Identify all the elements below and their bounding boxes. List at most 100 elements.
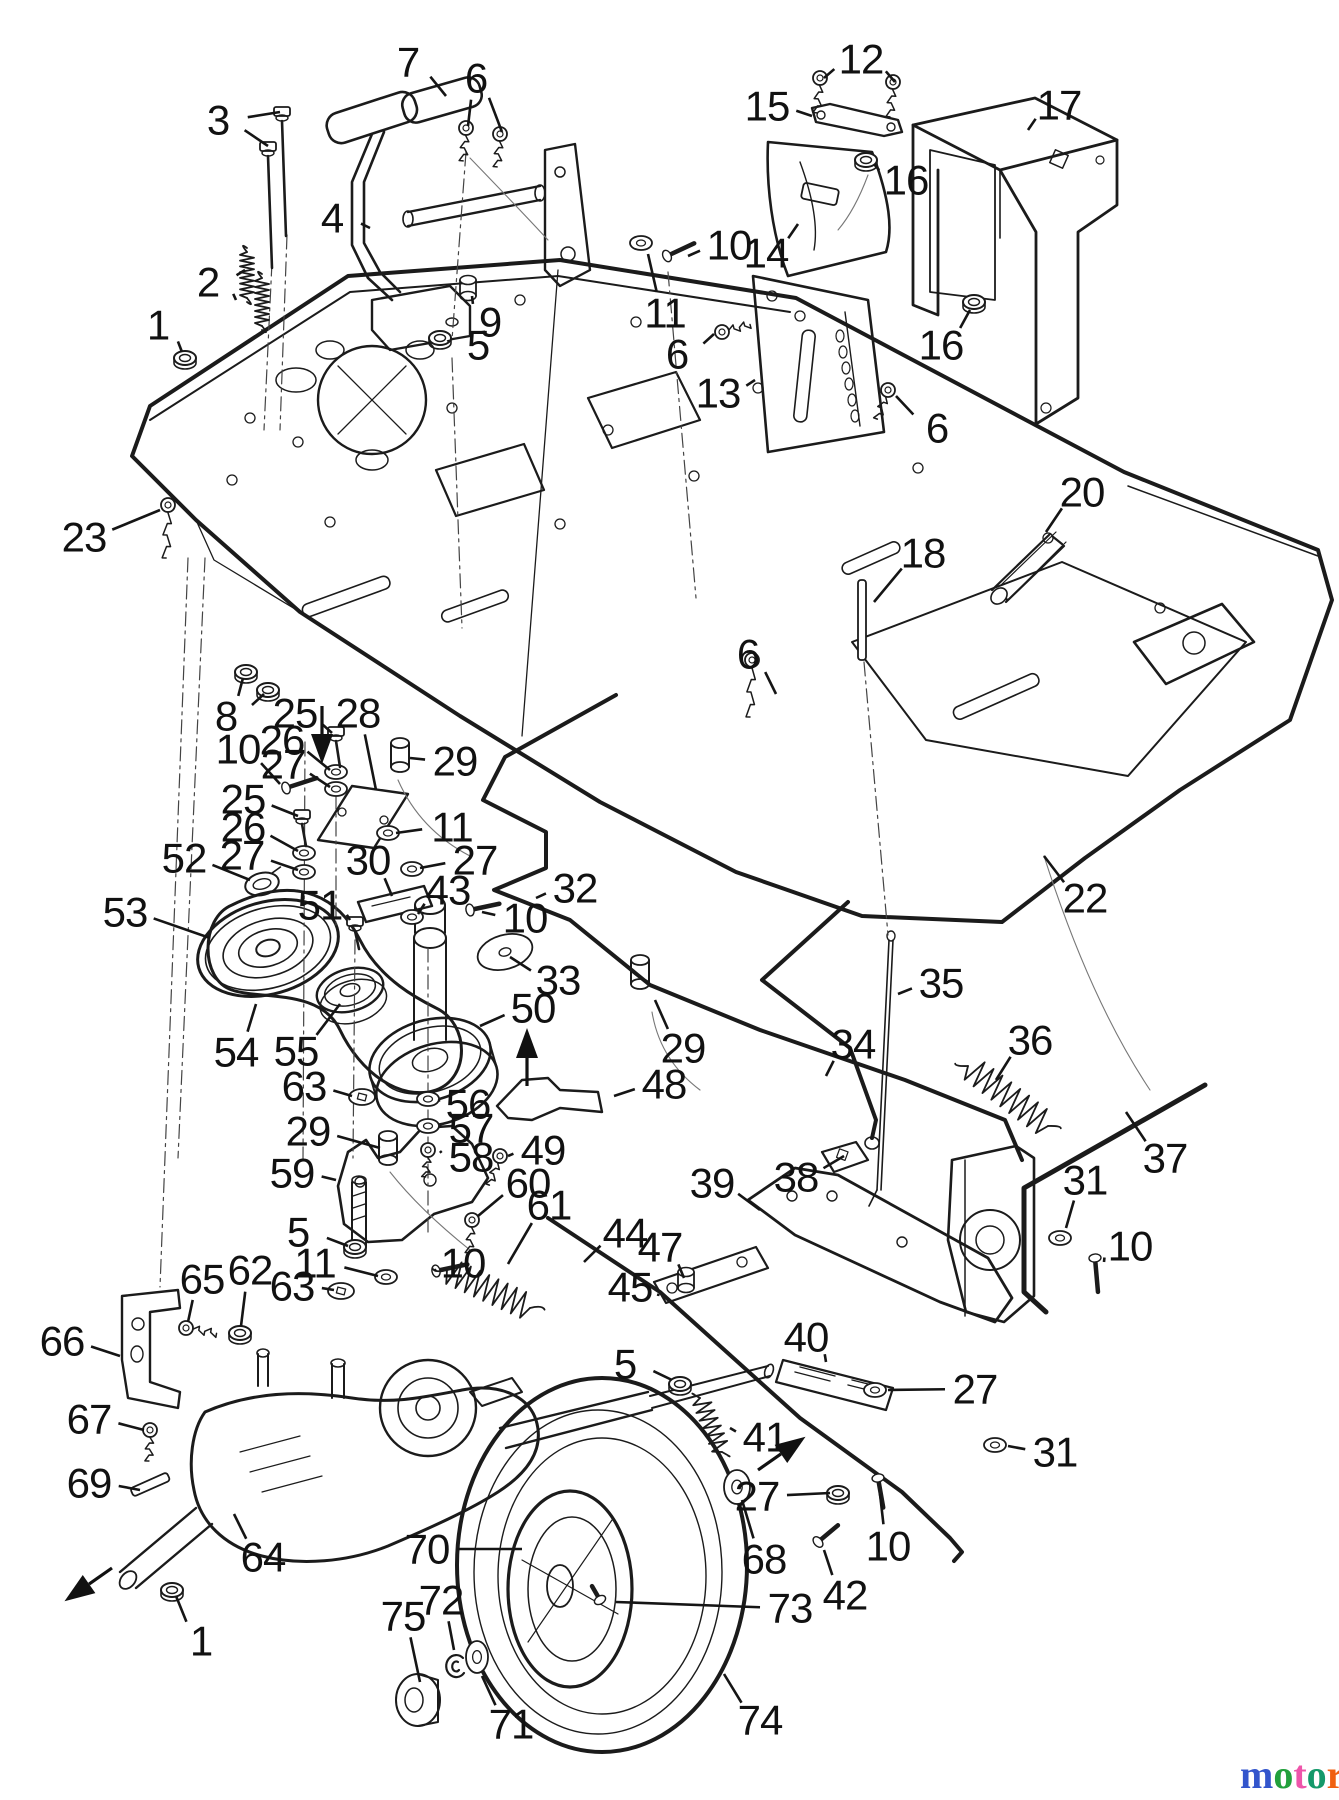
leader-line <box>466 99 473 127</box>
leader-line <box>439 1150 443 1154</box>
callout-10: 10 <box>1108 1223 1153 1270</box>
bracket-30 <box>356 884 434 924</box>
pivot-bracket <box>946 1144 1036 1324</box>
callout-5: 5 <box>614 1341 636 1388</box>
leader-line <box>270 859 299 872</box>
leader-line <box>481 910 496 917</box>
leader-line <box>336 1134 381 1150</box>
callout-40: 40 <box>784 1314 829 1361</box>
linkage-brackets <box>336 1076 1036 1412</box>
callout-45: 45 <box>608 1264 653 1311</box>
callout-10: 10 <box>503 895 548 942</box>
callout-11: 11 <box>294 1240 336 1287</box>
leader-line <box>174 1595 188 1623</box>
direction-arrow-ne <box>757 1452 782 1472</box>
leader-line <box>677 1263 686 1279</box>
leader-line <box>745 378 756 387</box>
leader-line <box>506 1222 534 1265</box>
leader-line <box>823 68 836 79</box>
leader-line <box>118 1422 145 1432</box>
callout-52: 52 <box>162 835 207 882</box>
callout-22: 22 <box>1063 875 1108 922</box>
callout-50: 50 <box>511 985 556 1032</box>
callout-16: 16 <box>884 157 929 204</box>
cover-assembly <box>751 96 1119 454</box>
leader-line <box>395 828 423 835</box>
leader-line <box>878 1493 885 1525</box>
leader-line <box>176 340 184 353</box>
leader-line <box>243 129 269 148</box>
leader-line <box>656 1293 660 1297</box>
leader-line <box>232 293 238 301</box>
leader-line <box>360 222 371 230</box>
callout-25: 25 <box>273 690 318 737</box>
callout-10: 10 <box>866 1523 911 1570</box>
leader-line <box>994 1056 1012 1081</box>
pedal-assembly <box>325 76 592 352</box>
leader-line <box>1026 118 1037 131</box>
callout-32: 32 <box>553 865 598 912</box>
shaft-key-69 <box>130 1472 171 1497</box>
rod-34 <box>760 900 878 1140</box>
callout-20: 20 <box>1060 469 1105 516</box>
callout-31: 31 <box>1063 1157 1108 1204</box>
callout-11: 11 <box>431 804 473 851</box>
leader-line <box>251 693 265 706</box>
leader-line <box>326 1236 349 1248</box>
callout-16: 16 <box>919 322 964 369</box>
leader-line <box>887 1387 946 1392</box>
callout-31: 31 <box>1033 1429 1078 1476</box>
watermark-logo: motoruf'.de <box>1240 1752 1339 1797</box>
leader-line <box>646 253 658 293</box>
leader-line <box>306 750 331 772</box>
leader-line <box>246 1003 258 1033</box>
leader-line <box>247 110 281 119</box>
callout-1: 1 <box>190 1618 212 1665</box>
callout-36: 36 <box>1008 1017 1053 1064</box>
washer-33 <box>476 933 534 971</box>
construction-lines <box>159 151 889 1288</box>
leader-lines-layer <box>90 68 1147 1706</box>
callout-11: 11 <box>644 290 686 337</box>
callout-53: 53 <box>103 889 148 936</box>
leader-line <box>1042 855 1066 884</box>
leader-line <box>232 1513 248 1540</box>
insert-arrow-down-head <box>311 734 333 764</box>
leader-line <box>269 834 299 853</box>
leader-line <box>409 1637 422 1683</box>
insert-arrow-up-head <box>516 1028 538 1058</box>
leader-line <box>873 567 903 603</box>
callout-51: 51 <box>298 882 343 929</box>
leader-line <box>615 1600 761 1609</box>
leader-line <box>470 295 475 305</box>
callout-10: 10 <box>707 222 752 269</box>
leader-line <box>479 1013 506 1028</box>
transaxle-64 <box>118 1175 775 1590</box>
lever-39 <box>746 1166 1014 1324</box>
callout-71: 71 <box>489 1701 534 1748</box>
hardware-layer <box>142 70 1102 1727</box>
leader-line <box>897 987 913 996</box>
callout-23: 23 <box>62 514 107 561</box>
leader-line <box>764 671 778 695</box>
leader-line <box>437 1098 441 1103</box>
callout-74: 74 <box>738 1697 783 1744</box>
leader-line <box>271 804 299 818</box>
callout-3: 3 <box>207 97 229 144</box>
leader-line <box>433 1268 437 1272</box>
callout-48: 48 <box>642 1061 687 1108</box>
callout-75: 75 <box>381 1593 426 1640</box>
leader-line <box>239 1291 247 1327</box>
leader-line <box>429 75 448 97</box>
callout-49: 49 <box>521 1127 566 1174</box>
callout-9: 9 <box>479 299 501 346</box>
axle-direction-arrow-sw-head <box>64 1575 96 1602</box>
control-rods <box>481 693 1208 1563</box>
leader-line <box>383 877 394 897</box>
leader-line <box>1124 1111 1147 1142</box>
leader-line <box>321 1175 337 1182</box>
callout-27: 27 <box>735 1473 780 1520</box>
leader-line <box>822 1549 834 1576</box>
